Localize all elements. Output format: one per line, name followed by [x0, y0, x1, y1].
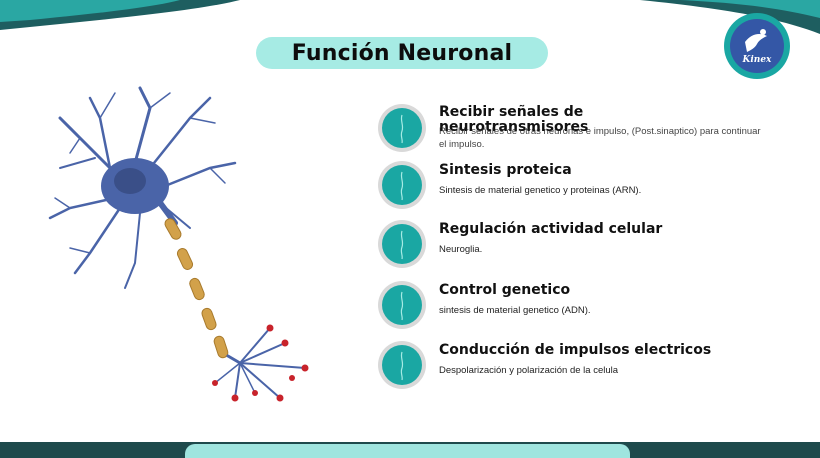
- item-title: Sintesis proteica: [439, 162, 572, 178]
- title-pill: Función Neuronal: [256, 37, 548, 69]
- item-description: Sintesis de material genetico y proteina…: [439, 185, 642, 196]
- top-wave-decoration: [0, 0, 820, 34]
- feature-item: Conducción de impulsos electricos Despol…: [377, 340, 817, 396]
- neuron-illustration: [48, 86, 309, 402]
- kinex-logo: Kinex: [724, 13, 790, 79]
- page-title: Función Neuronal: [291, 40, 513, 66]
- bullet-circle-icon: [378, 161, 426, 209]
- feature-item: Regulación actividad celular Neuroglia.: [377, 219, 817, 275]
- item-description: Despolarización y polarización de la cel…: [439, 365, 619, 376]
- item-description: sintesis de material genetico (ADN).: [439, 305, 591, 316]
- item-description: Recibir señales de otras neuronas e impu…: [439, 126, 761, 150]
- bullet-circle-icon: [378, 281, 426, 329]
- bullet-circle-icon: [378, 104, 426, 152]
- bullet-circle-icon: [378, 341, 426, 389]
- item-title: Recibir señales de neurotransmisores: [439, 104, 589, 135]
- bottom-pill: [185, 444, 630, 458]
- item-description: Neuroglia.: [439, 244, 483, 255]
- item-title: Conducción de impulsos electricos: [439, 342, 712, 358]
- bullet-circle-icon: [378, 220, 426, 268]
- item-title: Regulación actividad celular: [439, 221, 663, 237]
- feature-item: Sintesis proteica Sintesis de material g…: [377, 160, 817, 216]
- feature-item: Recibir señales de neurotransmisores Rec…: [377, 103, 817, 159]
- feature-item: Control genetico sintesis de material ge…: [377, 280, 817, 336]
- logo-text: Kinex: [742, 55, 773, 65]
- item-title: Control genetico: [439, 282, 571, 298]
